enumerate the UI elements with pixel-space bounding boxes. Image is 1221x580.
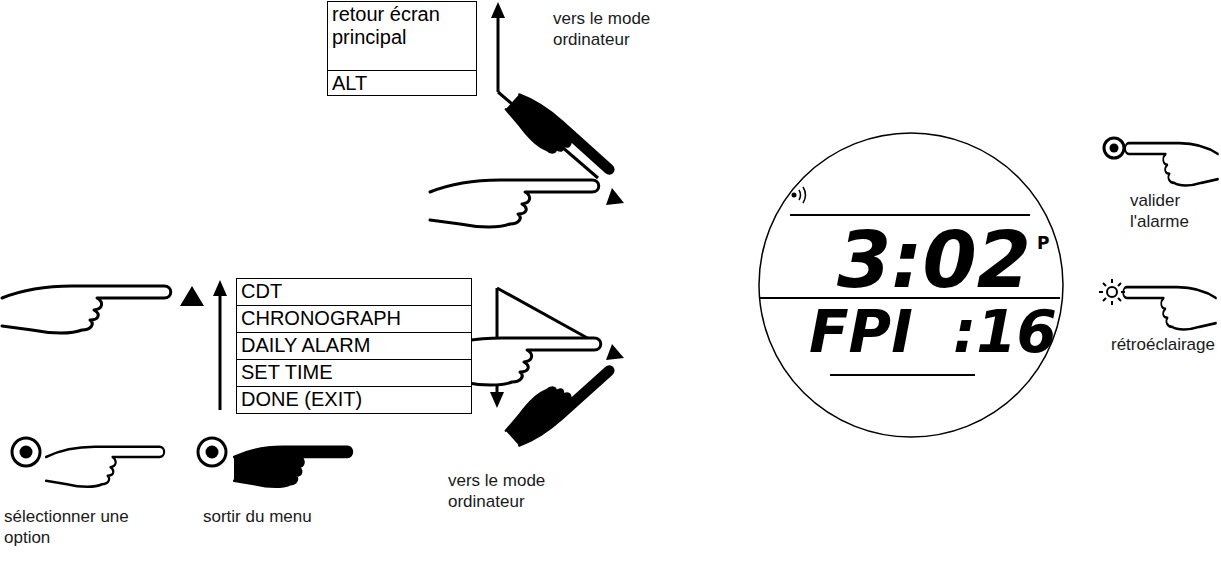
menu-option: retour écran principal	[332, 3, 472, 49]
menu-cell: DAILY ALARM	[236, 332, 472, 360]
menu-option: CDT	[241, 280, 467, 303]
backlight-symbol	[1099, 279, 1125, 305]
menu-cell: DONE (EXIT)	[236, 386, 472, 414]
menu-option: ALT	[332, 72, 472, 95]
leader-arrows	[220, 14, 600, 410]
button-caption: valider l'alarme	[1130, 190, 1210, 232]
mode-digits: FPI	[809, 303, 913, 361]
menu-cell: CDT	[236, 278, 472, 306]
pointing-hands	[2, 88, 1218, 487]
pm-indicator: P	[1037, 235, 1049, 252]
button-caption: sélectionner une option	[4, 506, 154, 548]
menu-option: SET TIME	[241, 361, 467, 384]
menu-option: DAILY ALARM	[241, 334, 467, 357]
watch-display: 3:02 P FPI :16	[757, 131, 1065, 439]
button-triangles	[180, 188, 624, 360]
button-caption: sortir du menu	[203, 506, 343, 527]
menu-cell: ALT	[327, 70, 477, 96]
menu-cell: SET TIME	[236, 359, 472, 387]
button-caption: rétroéclairage	[1111, 334, 1216, 355]
value-digits: :16	[953, 303, 1057, 361]
button-caption: vers le mode ordinateur	[448, 470, 566, 512]
menu-cell: CHRONOGRAPH	[236, 305, 472, 333]
menu-cell: retour écran principal	[327, 1, 477, 71]
button-caption: vers le mode ordinateur	[553, 8, 671, 50]
menu-option: CHRONOGRAPH	[241, 307, 467, 330]
time-digits: 3:02	[837, 221, 1031, 299]
menu-option: DONE (EXIT)	[241, 388, 467, 411]
